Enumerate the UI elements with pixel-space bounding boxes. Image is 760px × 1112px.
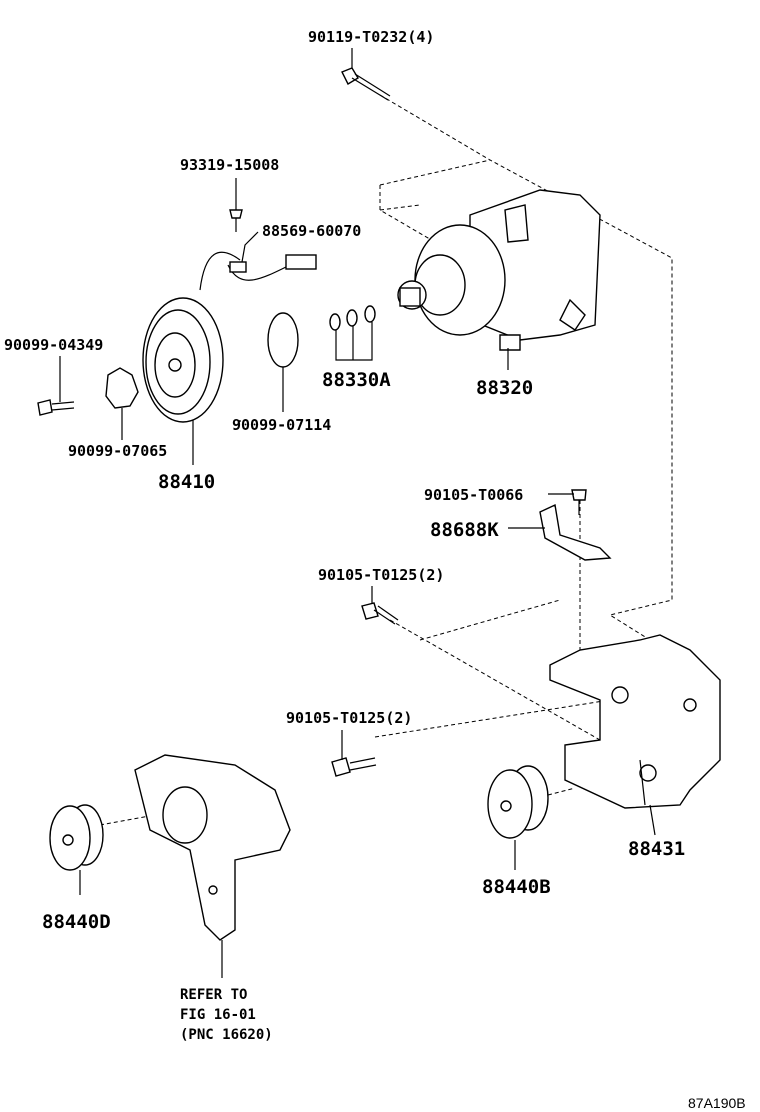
label-90105-T0125-a[interactable]: 90105-T0125(2) — [318, 566, 444, 584]
reference-line-3: (PNC 16620) — [180, 1027, 273, 1043]
label-90119-T0232[interactable]: 90119-T0232(4) — [308, 28, 434, 46]
label-90105-T0125-b[interactable]: 90105-T0125(2) — [286, 709, 412, 727]
clutch-88410-icon — [142, 251, 317, 423]
label-88440B[interactable]: 88440B — [482, 876, 551, 898]
label-93319-15008[interactable]: 93319-15008 — [180, 156, 279, 174]
bracket-88431-icon — [549, 634, 721, 809]
compressor-88320-icon — [397, 189, 601, 351]
label-88569-60070[interactable]: 88569-60070 — [262, 222, 361, 240]
bolt-90119-icon — [341, 67, 391, 101]
washer-icon — [105, 367, 139, 409]
idler-88440B-icon — [487, 765, 549, 870]
bolt-90105-T0125-b-icon — [331, 757, 377, 777]
label-90099-07114[interactable]: 90099-07114 — [232, 416, 331, 434]
label-88431[interactable]: 88431 — [628, 838, 685, 860]
reference-line-1[interactable]: REFER TO — [180, 987, 247, 1003]
label-88410[interactable]: 88410 — [158, 471, 215, 493]
assembly-dashed-lines — [99, 94, 673, 826]
screw-93319-icon — [229, 209, 243, 232]
bolt-90099-04349-icon — [37, 399, 75, 416]
label-88320[interactable]: 88320 — [476, 377, 533, 399]
bolt-90105-T0125-a-icon — [361, 602, 399, 625]
label-88688K[interactable]: 88688K — [430, 519, 499, 541]
shims-88330A-icon — [329, 305, 376, 361]
label-90099-04349[interactable]: 90099-04349 — [4, 336, 103, 354]
label-90105-T0066[interactable]: 90105-T0066 — [424, 486, 523, 504]
bracket-fig16-01-icon — [134, 754, 291, 978]
label-90099-07065[interactable]: 90099-07065 — [68, 442, 167, 460]
reference-line-2[interactable]: FIG 16-01 — [180, 1007, 256, 1023]
figure-code: 87A190B — [688, 1095, 746, 1111]
leader-lines — [59, 48, 656, 836]
label-88330A[interactable]: 88330A — [322, 369, 391, 391]
snap-ring-icon — [267, 312, 299, 368]
label-88440D[interactable]: 88440D — [42, 911, 111, 933]
bracket-88688K-icon — [539, 489, 612, 561]
idler-88440D-icon — [49, 804, 104, 895]
